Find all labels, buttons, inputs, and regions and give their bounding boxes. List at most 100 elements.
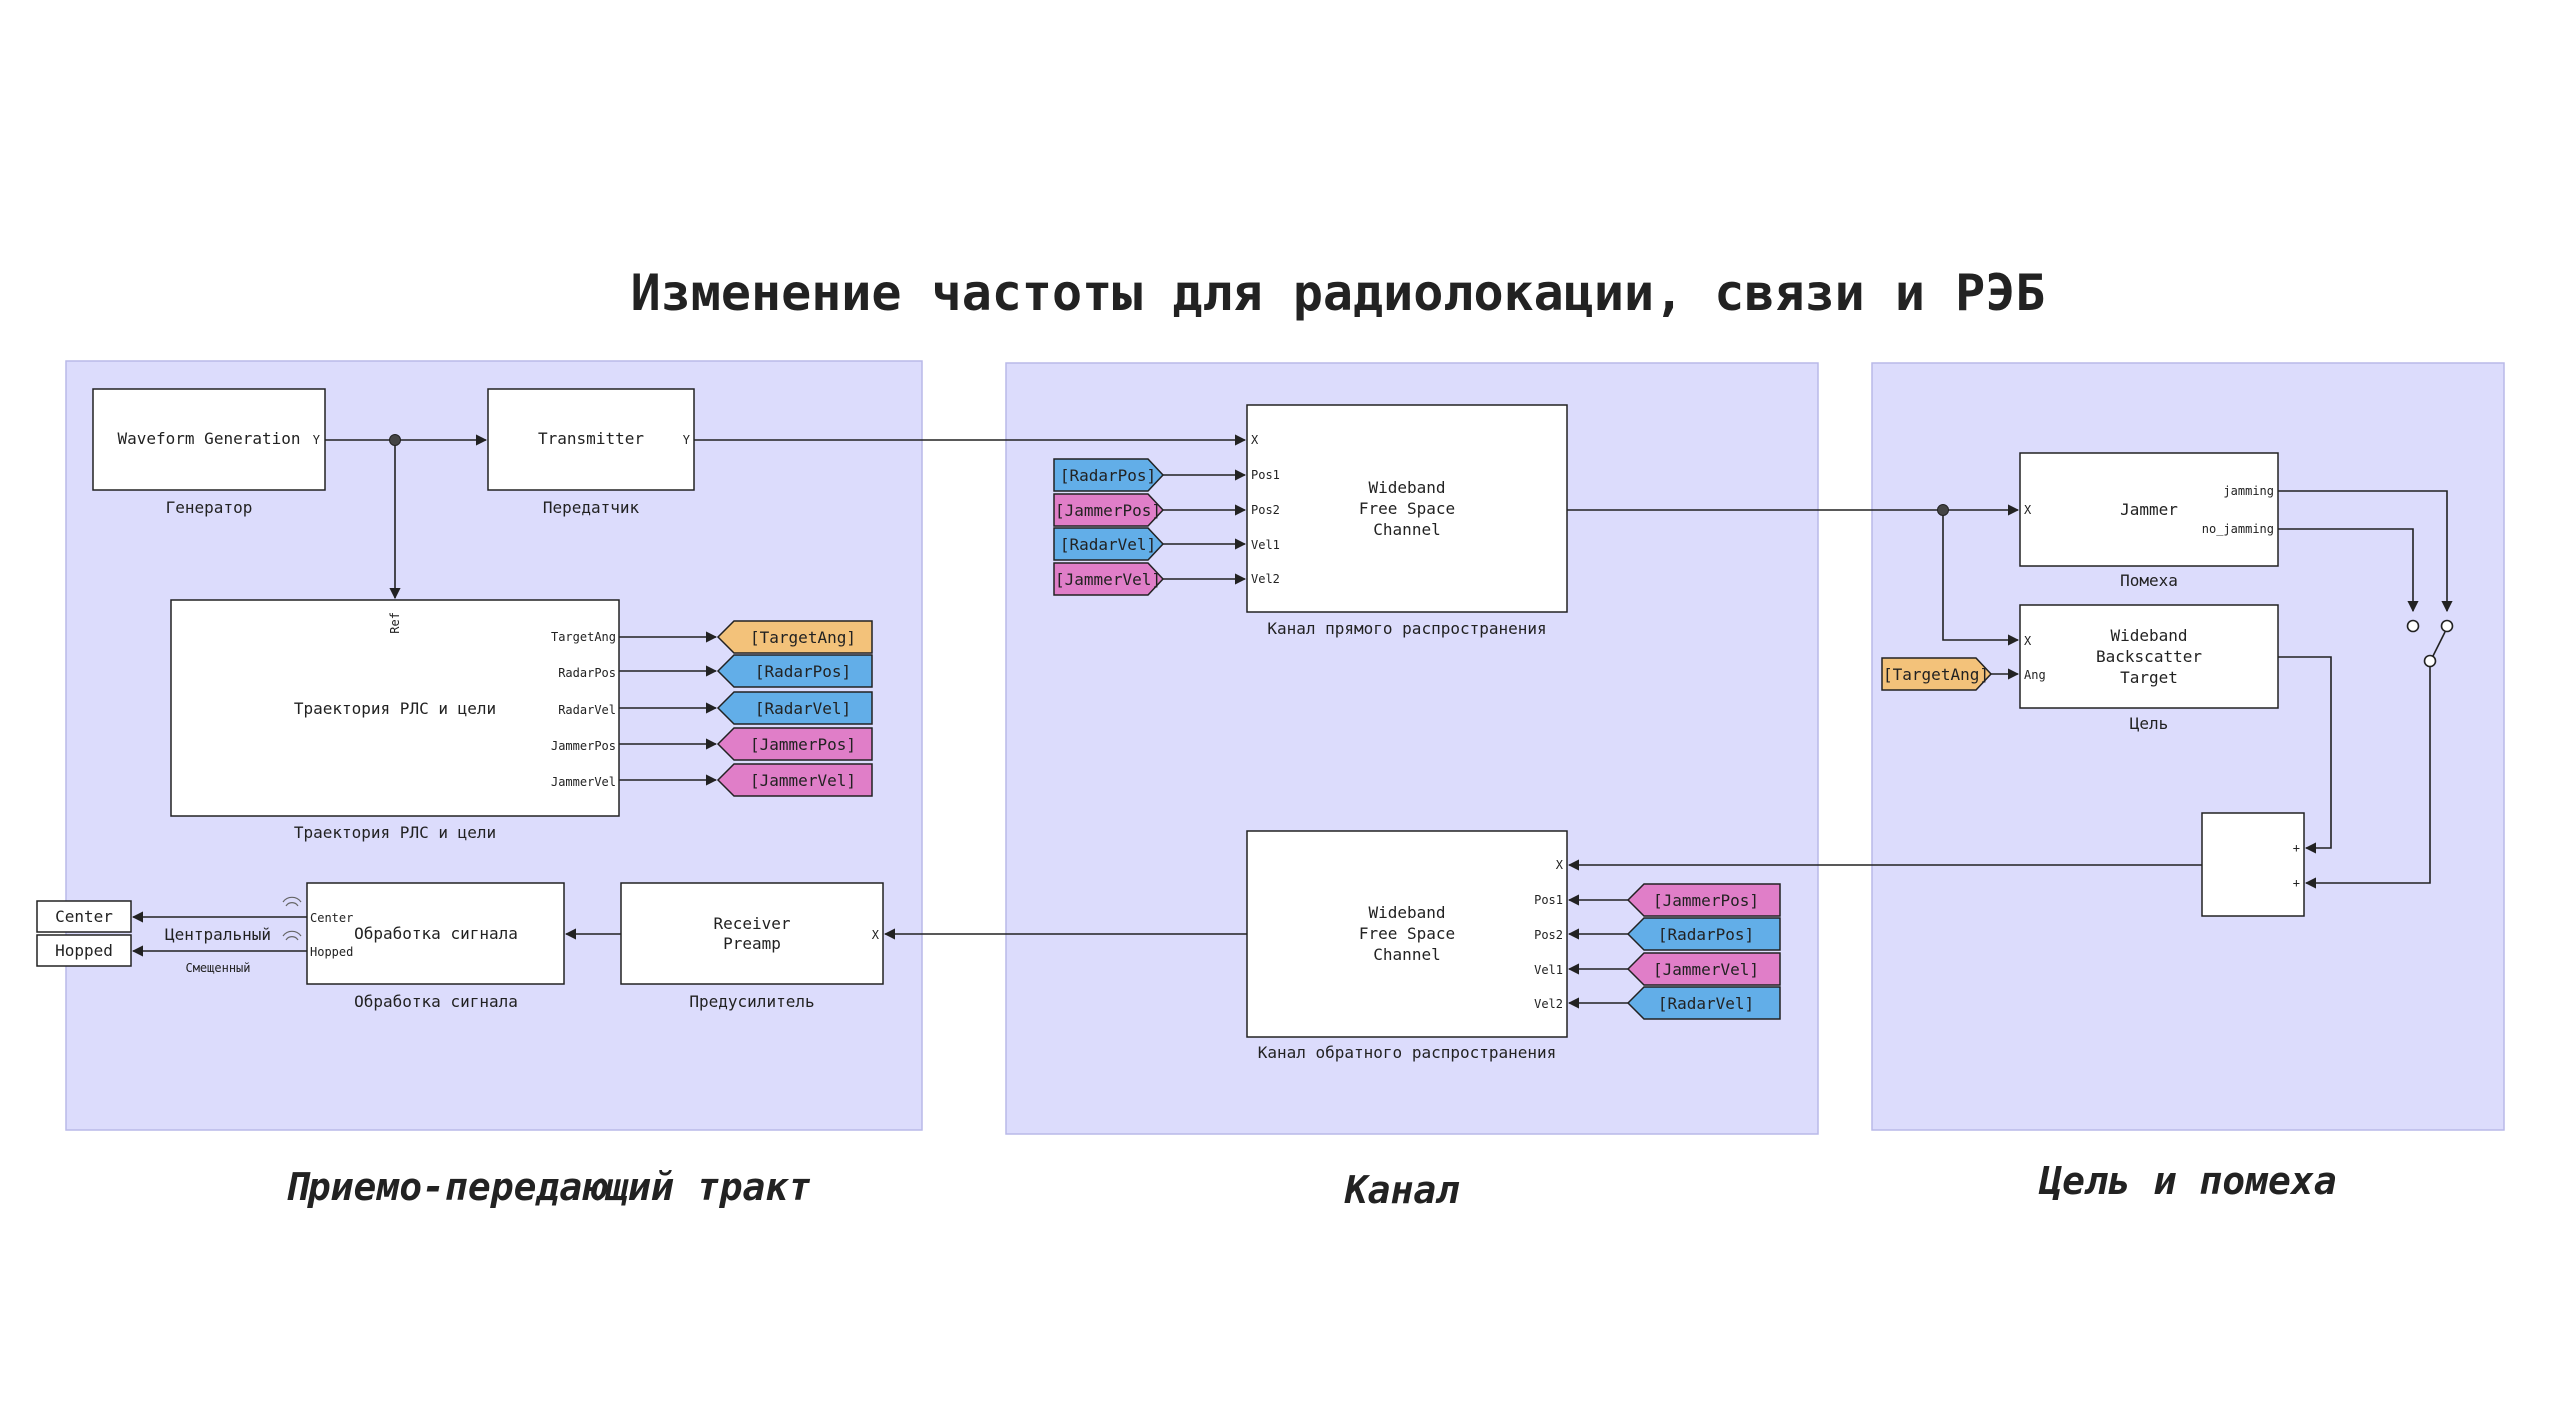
branch-point-channel (1937, 504, 1949, 516)
signal-processing-caption: Обработка сигнала (354, 992, 518, 1011)
back-channel-block-body[interactable] (1246, 830, 1568, 1038)
wire-jamming-switch (2278, 490, 2453, 613)
transmitter-block-body[interactable] (487, 388, 695, 491)
jammer-port-no-jamming: no_jamming (2202, 522, 2274, 536)
back-channel-port-pos1: Pos1 (1534, 893, 1563, 907)
from-tag-target-ang-label: [TargetAng] (1883, 665, 1989, 684)
transmitter-port-y: Y (683, 433, 691, 447)
manual-switch[interactable] (2406, 619, 2454, 668)
from-tag-fwd-radarpos[interactable]: [RadarPos] (1053, 458, 1165, 492)
receiver-caption: Предусилитель (689, 992, 814, 1011)
back-channel-label-line3: Channel (1373, 945, 1440, 964)
target-block-body[interactable] (2019, 604, 2279, 709)
from-tag-fwd-jammerpos[interactable]: [JammerPos] (1053, 493, 1165, 527)
fwd-channel-block[interactable]: Wideband Free Space Channel X Pos1 Pos2 … (1246, 404, 1568, 613)
fwd-channel-caption: Канал прямого распространения (1267, 619, 1546, 638)
from-tag-fwd-radarvel-label: [RadarVel] (1060, 535, 1156, 554)
sum-block-body[interactable] (2201, 812, 2305, 917)
goto-tag-jammerpos-label: [JammerPos] (750, 735, 856, 754)
sum-block[interactable]: + + (2201, 812, 2305, 917)
switch-contact-jamming[interactable] (2440, 619, 2454, 633)
jammer-block-body[interactable] (2019, 452, 2279, 567)
goto-tag-jammervel-label: [JammerVel] (750, 771, 856, 790)
from-tag-fwd-jammerpos-label: [JammerPos] (1055, 501, 1161, 520)
trajectory-port-targetang: TargetAng (551, 630, 616, 644)
from-tag-target-ang[interactable]: [TargetAng] (1881, 657, 1993, 691)
receiver-label-line1: Receiver (713, 914, 790, 933)
from-tag-back-jammervel-label: [JammerVel] (1653, 960, 1759, 979)
from-tag-back-jammerpos[interactable]: [JammerPos] (1626, 883, 1781, 917)
signal-processing-port-center: Center (310, 911, 353, 925)
goto-tag-radarvel[interactable]: [RadarVel] (716, 691, 873, 725)
target-caption: Цель (2130, 714, 2169, 733)
wireless-icon (282, 896, 302, 941)
target-port-ang: Ang (2024, 668, 2046, 682)
from-tag-back-radarvel[interactable]: [RadarVel] (1626, 986, 1781, 1020)
transmitter-block[interactable]: Transmitter Y (487, 388, 695, 491)
target-port-x: X (2024, 634, 2032, 648)
diagram-title: Изменение частоты для радиолокации, связ… (631, 264, 2046, 322)
output-hopped-box[interactable] (36, 934, 132, 967)
section-label-target-jammer: Цель и помеха (2038, 1159, 2336, 1203)
back-channel-port-vel1: Vel1 (1534, 963, 1563, 977)
waveform-block[interactable]: Waveform Generation Y (92, 388, 326, 491)
output-hopped-label: Hopped (55, 941, 113, 960)
output-center[interactable]: Center (36, 900, 132, 933)
waveform-label: Waveform Generation (117, 429, 300, 448)
back-channel-block[interactable]: Wideband Free Space Channel X Pos1 Pos2 … (1246, 830, 1568, 1038)
trajectory-block-body[interactable] (170, 599, 620, 817)
jammer-block[interactable]: Jammer X jamming no_jamming (2019, 452, 2279, 567)
wire-label-hopped: Смещенный (185, 961, 250, 975)
receiver-block-body[interactable] (620, 882, 884, 985)
goto-tag-jammervel[interactable]: [JammerVel] (716, 763, 873, 797)
signal-processing-block-body[interactable] (306, 882, 565, 985)
wire-label-center: Центральный (165, 925, 271, 944)
sum-plus-1: + (2293, 841, 2300, 855)
from-tag-fwd-jammervel-label: [JammerVel] (1055, 570, 1161, 589)
branch-point-waveform (389, 434, 401, 446)
jammer-caption: Помеха (2120, 571, 2178, 590)
section-label-channel: Канал (1344, 1168, 1460, 1212)
fwd-channel-port-pos2: Pos2 (1251, 503, 1280, 517)
back-channel-label-line1: Wideband (1368, 903, 1445, 922)
fwd-channel-block-body[interactable] (1246, 404, 1568, 613)
output-hopped[interactable]: Hopped (36, 934, 132, 967)
trajectory-block[interactable]: Траектория РЛС и цели Ref TargetAng Rada… (170, 599, 620, 817)
from-tag-fwd-radarvel[interactable]: [RadarVel] (1053, 527, 1165, 561)
target-label-line2: Backscatter (2096, 647, 2202, 666)
waveform-block-body[interactable] (92, 388, 326, 491)
goto-tag-targetang[interactable]: [TargetAng] (716, 620, 873, 654)
trajectory-caption: Траектория РЛС и цели (294, 823, 496, 842)
goto-tag-jammerpos[interactable]: [JammerPos] (716, 727, 873, 761)
from-tag-back-radarpos-label: [RadarPos] (1658, 925, 1754, 944)
jammer-label: Jammer (2120, 500, 2178, 519)
switch-contact-no-jamming[interactable] (2406, 619, 2420, 633)
output-center-box[interactable] (36, 900, 132, 933)
wire-target-sum (2278, 656, 2332, 854)
receiver-block[interactable]: Receiver Preamp X (620, 882, 884, 985)
from-tag-back-jammerpos-label: [JammerPos] (1653, 891, 1759, 910)
trajectory-port-jammervel: JammerVel (551, 775, 616, 789)
transmitter-label: Transmitter (538, 429, 644, 448)
trajectory-port-ref: Ref (388, 612, 402, 634)
fwd-channel-label-line2: Free Space (1359, 499, 1455, 518)
wire-fwd-channel-target (1942, 510, 2020, 646)
fwd-channel-port-vel1: Vel1 (1251, 538, 1280, 552)
from-tag-back-jammervel[interactable]: [JammerVel] (1626, 952, 1781, 986)
trajectory-port-radarpos: RadarPos (558, 666, 616, 680)
from-tag-fwd-jammervel[interactable]: [JammerVel] (1053, 562, 1165, 596)
back-channel-label-line2: Free Space (1359, 924, 1455, 943)
switch-lever (2432, 631, 2446, 657)
back-channel-port-x: X (1556, 858, 1564, 872)
target-block[interactable]: Wideband Backscatter Target X Ang (2019, 604, 2279, 709)
from-tag-back-radarpos[interactable]: [RadarPos] (1626, 917, 1781, 951)
signal-processing-label: Обработка сигнала (354, 924, 518, 943)
jammer-port-x: X (2024, 503, 2032, 517)
receiver-port-x: X (872, 928, 880, 942)
jammer-port-jamming: jamming (2223, 484, 2274, 498)
signal-processing-block[interactable]: Обработка сигнала Center Hopped (306, 882, 565, 985)
fwd-channel-port-x: X (1251, 433, 1259, 447)
receiver-label-line2: Preamp (723, 934, 781, 953)
goto-tag-radarpos[interactable]: [RadarPos] (716, 654, 873, 688)
switch-common-contact[interactable] (2423, 654, 2437, 668)
